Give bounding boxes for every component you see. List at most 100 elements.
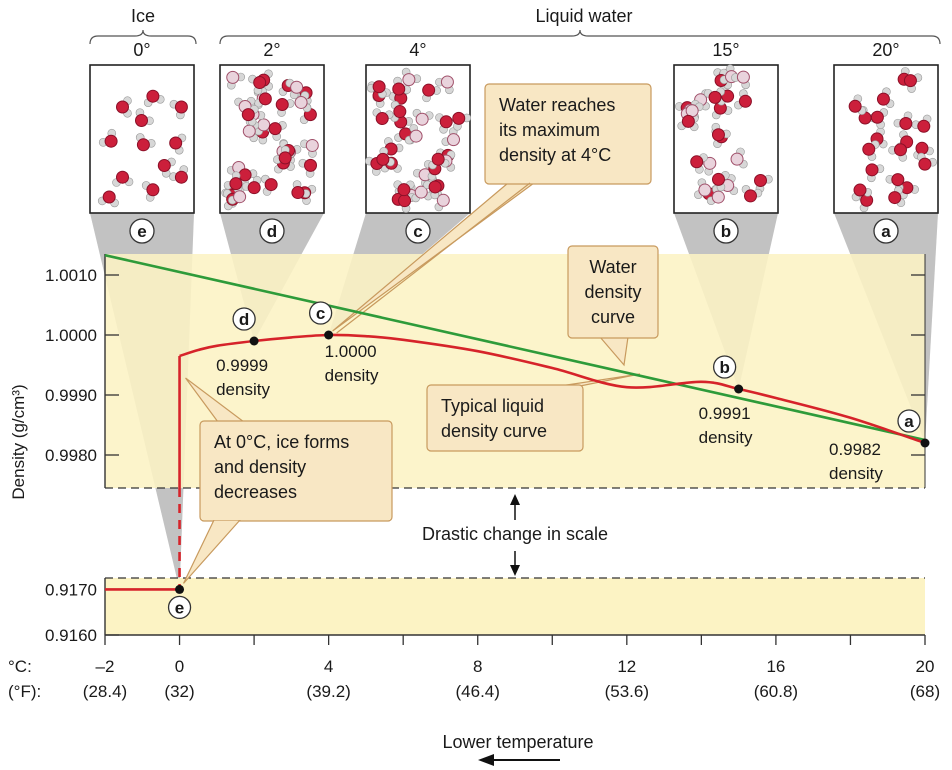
callout-max-density-line: density at 4°C [499, 145, 611, 165]
water-molecule-oxygen [848, 99, 862, 113]
panel-badge-a: a [873, 218, 899, 244]
data-point-b [734, 384, 744, 394]
water-molecule-oxygen [436, 193, 450, 207]
data-point-d [249, 336, 259, 346]
water-molecule-oxygen [268, 122, 282, 136]
point-badge-c-letter: c [316, 304, 325, 323]
data-point-e [175, 584, 185, 594]
water-molecule-oxygen [415, 112, 429, 126]
water-molecule-oxygen [876, 92, 890, 106]
x-tick-label-c: 20 [916, 657, 935, 676]
x-tick-label-c: 12 [617, 657, 636, 676]
panel-badge-circle [713, 218, 739, 244]
panel-badge-letter: b [721, 222, 731, 241]
callout-ice-line: and density [214, 457, 306, 477]
x-tick-label-f: (53.6) [605, 682, 649, 701]
brace-ice [89, 29, 197, 45]
callout-water-curve-line: density [584, 282, 641, 302]
x-tick-label-f: (32) [164, 682, 194, 701]
water-molecule-oxygen [730, 152, 744, 166]
x-axis-label: Lower temperature [442, 732, 593, 752]
callout-max-density-line: Water reaches [499, 95, 615, 115]
ice-molecule-oxygen [174, 170, 188, 184]
water-molecule-oxygen [398, 194, 412, 208]
callout-typical-curve-box [426, 384, 584, 452]
lower-scale-band [105, 578, 925, 635]
ice-molecule-oxygen [136, 138, 150, 152]
ice-molecule-oxygen [169, 136, 183, 150]
point-badge-e-circle [167, 595, 192, 620]
point-badge-e-letter: e [175, 598, 184, 617]
y-axis-label: Density (g/cm³) [9, 384, 28, 499]
panel-badge-d: d [259, 218, 285, 244]
point-badge-e: e [167, 595, 192, 620]
water-molecule-oxygen [447, 133, 461, 147]
callout-typical-curve-line: Typical liquid [441, 396, 544, 416]
water-molecule-oxygen [853, 183, 867, 197]
callout-typical-curve-line: density curve [441, 421, 547, 441]
callout-max-pointer-line [336, 182, 531, 334]
point-value-sub-d: density [216, 380, 270, 399]
header-ice: Ice [131, 6, 155, 26]
callout-ice-box [199, 420, 393, 522]
x-unit-fahrenheit: (°F): [8, 682, 41, 701]
water-molecule-oxygen [891, 173, 905, 187]
scale-arrow-down-head [510, 565, 520, 576]
molecule-panel-frame [833, 64, 939, 214]
point-badge-d: d [232, 307, 256, 331]
y-tick-label: 0.9980 [45, 446, 97, 465]
water-molecule-oxygen [257, 118, 271, 132]
callout-max-density-line: its maximum [499, 120, 600, 140]
water-molecule-oxygen [865, 163, 879, 177]
water-molecule-oxygen [893, 143, 907, 157]
ice-molecule-oxygen [174, 100, 188, 114]
point-badge-c: c [308, 301, 333, 325]
callout-water-curve-line: curve [591, 307, 635, 327]
water-molecule-oxygen [703, 156, 717, 170]
lower-temperature-arrow-head [478, 754, 494, 766]
callout-water-curve-line: Water [589, 257, 636, 277]
point-value-b: 0.9991 [699, 404, 751, 423]
water-molecule-oxygen [264, 178, 278, 192]
y-tick-label: 1.0000 [45, 326, 97, 345]
point-badge-a-letter: a [904, 412, 914, 431]
water-molecule-oxygen [242, 124, 256, 138]
point-badge-a-circle [897, 409, 921, 433]
water-molecule-oxygen [711, 172, 725, 186]
water-molecule-oxygen [414, 185, 428, 199]
panel-badge-letter: c [413, 222, 422, 241]
water-molecule-oxygen [681, 114, 695, 128]
x-tick-label-f: (46.4) [456, 682, 500, 701]
water-molecule-oxygen [304, 158, 318, 172]
water-molecule-oxygen [291, 186, 305, 200]
point-value-sub-b: density [699, 428, 753, 447]
point-badge-c-circle [308, 301, 333, 325]
water-molecule-oxygen [258, 92, 272, 106]
water-molecule-oxygen [862, 142, 876, 156]
water-molecule-oxygen [278, 151, 292, 165]
water-molecule-oxygen [392, 82, 406, 96]
panel-badge-b: b [713, 218, 739, 244]
panel-badge-circle [129, 218, 155, 244]
callout-typical-curve: Typical liquid density curve [426, 373, 641, 452]
point-value-a: 0.9982 [829, 440, 881, 459]
ice-molecule-oxygen [135, 114, 148, 127]
point-badge-d-letter: d [239, 310, 249, 329]
water-molecule-oxygen [870, 110, 884, 124]
water-molecule-oxygen [372, 80, 386, 94]
water-molecule-oxygen [711, 190, 725, 204]
callout-ice-seam-lower [202, 508, 390, 520]
molecule-panel-e [89, 64, 195, 214]
water-molecule-oxygen [439, 115, 453, 129]
panel-badge-letter: a [881, 222, 891, 241]
panel-temperature-label: 20° [872, 40, 899, 60]
molecule-panel-a [833, 64, 939, 214]
water-molecule-oxygen [275, 98, 289, 112]
water-molecule-oxygen [698, 183, 712, 197]
water-molecule-oxygen [241, 108, 255, 122]
ice-molecule-oxygen [102, 190, 116, 204]
callout-ice-line: At 0°C, ice forms [214, 432, 349, 452]
ice-molecule-oxygen [116, 100, 129, 114]
